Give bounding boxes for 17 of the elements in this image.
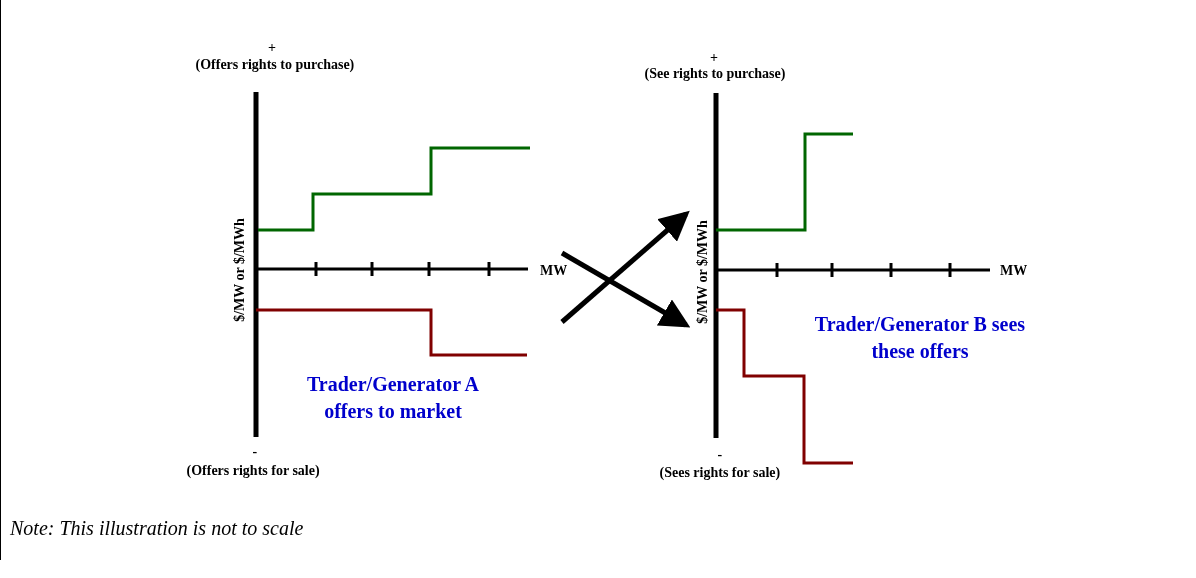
note-text: Note: This illustration is not to scale bbox=[10, 517, 304, 540]
chart-caption: Trader/Generator A offers to market bbox=[306, 372, 480, 424]
axis-label: $/MW or $/MWh bbox=[231, 218, 248, 322]
plus-sign: + bbox=[268, 40, 276, 56]
axis-end-label: (Offers rights for sale) bbox=[186, 463, 320, 479]
chart-caption: Trader/Generator B sees these offers bbox=[813, 312, 1027, 364]
arrow bbox=[560, 250, 691, 328]
axis-end-label: (Offers rights to purchase) bbox=[195, 57, 355, 73]
minus-sign: - bbox=[252, 444, 258, 460]
axis-end-label: (See rights to purchase) bbox=[644, 66, 786, 82]
axis-label: $/MW or $/MWh bbox=[694, 220, 711, 324]
axis-label: MW bbox=[540, 263, 568, 279]
axis-label: MW bbox=[1000, 263, 1028, 279]
arrow bbox=[560, 210, 690, 324]
axis-end-label: (Sees rights for sale) bbox=[659, 465, 781, 481]
minus-sign: - bbox=[717, 447, 723, 463]
plus-sign: + bbox=[710, 50, 718, 66]
